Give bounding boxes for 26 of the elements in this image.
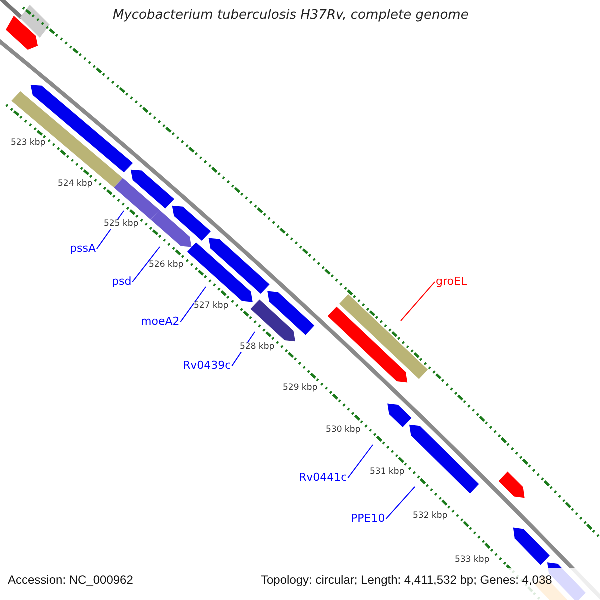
leader-line [132,246,160,283]
scale-label: 524 kbp [58,180,93,188]
leader-line [386,486,416,520]
scale-label: 527 kbp [194,302,229,310]
title: Mycobacterium tuberculosis H37Rv, complete genome [113,9,469,24]
scale-label: 528 kbp [240,343,275,352]
scale-label: 533 kbp [455,556,490,564]
scale-label: 523 kbp [11,139,46,148]
gene-name: groEL [436,276,468,288]
gene-name: moeA2 [141,316,180,328]
scale-label: 526 kbp [149,261,184,270]
gene-name: psd [112,276,132,288]
gene-name: PPE10 [351,513,386,526]
leader-line [180,286,206,323]
leader-line [400,282,436,322]
gene-name: pssA [70,243,96,256]
gene-name: Rv0441c [299,472,348,484]
footer-text: Topology: circular; Length: 4,411,532 bp; Genes: 4,038 [261,574,552,588]
gene-name: Rv0439c [183,360,232,372]
scale-label: 525 kbp [104,220,139,228]
scale-label: 532 kbp [413,512,448,520]
leader-line [348,444,374,479]
scale-label: 529 kbp [283,384,318,392]
scale-label: 530 kbp [326,426,361,434]
footer-text: Accession: NC_000962 [8,574,134,588]
scale-label: 531 kbp [370,468,405,476]
